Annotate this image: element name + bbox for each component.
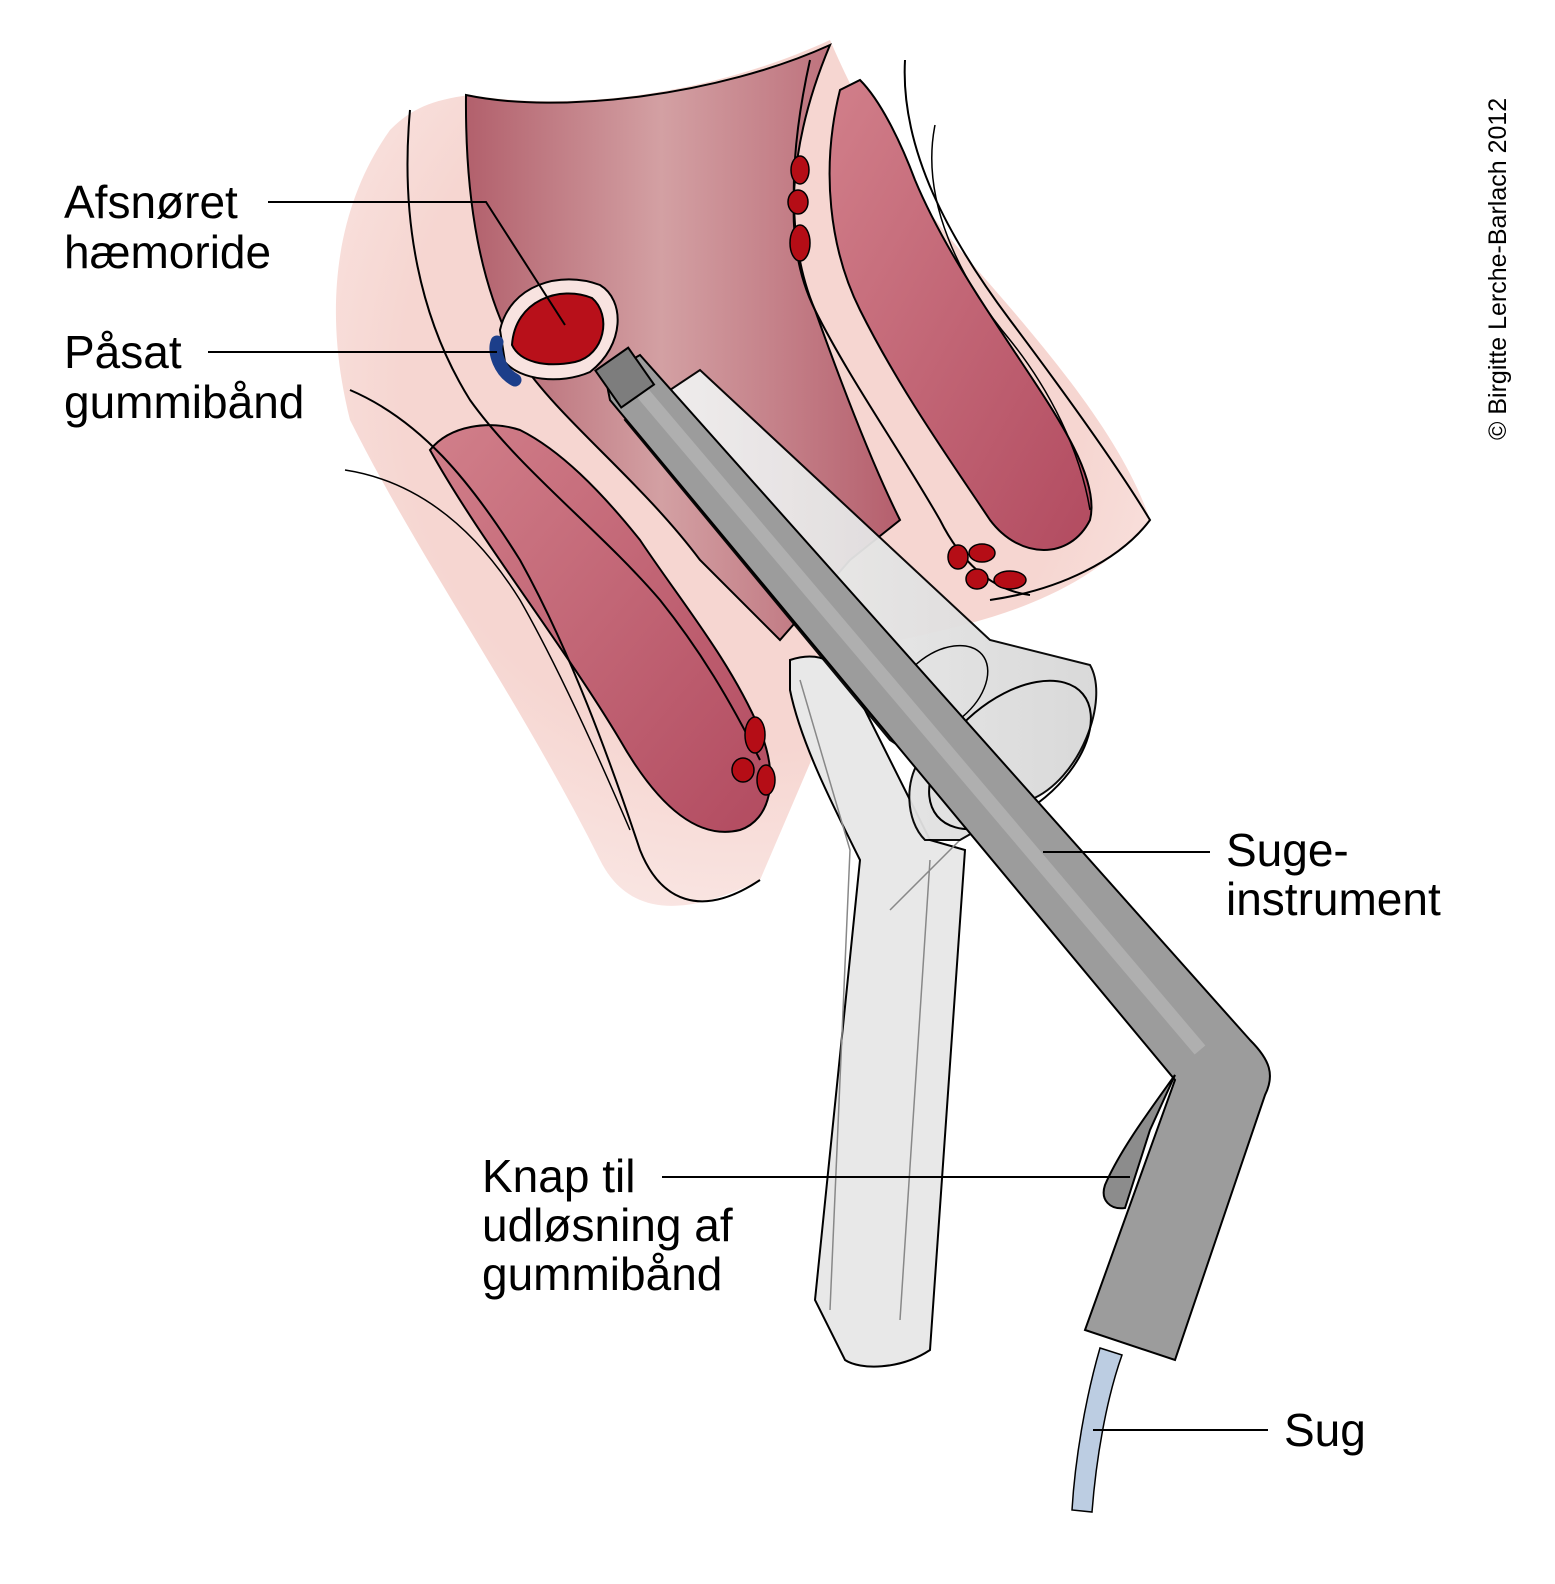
label-line: Påsat xyxy=(64,326,182,378)
leader-ligated-hemorrhoid xyxy=(268,201,566,326)
label-line: gummibånd xyxy=(64,376,304,428)
label-line: udløsning af xyxy=(482,1199,733,1251)
label-rubber-band: Påsat gummibånd xyxy=(64,326,304,428)
label-suction: Sug xyxy=(1284,1404,1366,1456)
right-inner-contour xyxy=(931,124,1091,511)
vessel xyxy=(756,764,776,796)
anoscope-rim xyxy=(928,679,1092,831)
vessel xyxy=(787,189,809,215)
label-line: Sug xyxy=(1284,1404,1366,1456)
vessel xyxy=(968,543,996,563)
suction-tip xyxy=(594,346,656,409)
label-suction-instrument: Suge- instrument xyxy=(1226,824,1441,925)
right-muscle xyxy=(828,78,1093,551)
vessel xyxy=(993,570,1027,590)
ligated-hemorrhoid xyxy=(489,278,619,387)
label-line: instrument xyxy=(1226,873,1441,925)
vessel xyxy=(790,155,810,185)
left-muscle xyxy=(428,424,772,833)
vessel xyxy=(947,544,969,570)
left-inner-contour xyxy=(344,469,631,831)
suction-shaft xyxy=(603,353,1271,1362)
leader-lines xyxy=(208,201,1268,1431)
suction-shaft-highlight xyxy=(634,385,1206,1055)
left-outer-contour xyxy=(349,389,761,903)
vessels-left xyxy=(731,716,776,796)
vessel xyxy=(731,757,755,783)
vessel xyxy=(965,568,989,590)
hemorrhoid-body xyxy=(510,292,605,366)
vessels-right xyxy=(787,155,1027,590)
label-ligated-hemorrhoid: Afsnøret hæmoride xyxy=(64,176,271,278)
copyright-credit: © Birgitte Lerche-Barlach 2012 xyxy=(1484,98,1512,440)
left-wall-line xyxy=(406,109,761,761)
label-line: hæmoride xyxy=(64,226,271,278)
vessel xyxy=(744,716,766,754)
anoscope-handle-inner xyxy=(799,679,961,1321)
right-outer-contour xyxy=(903,59,1152,601)
banding-instrument xyxy=(594,346,1271,1513)
label-line: gummibånd xyxy=(482,1248,722,1300)
vessel xyxy=(789,224,811,262)
label-line: Suge- xyxy=(1226,824,1349,876)
label-release-button: Knap til udløsning af gummibånd xyxy=(482,1150,745,1300)
label-line: Knap til xyxy=(482,1150,635,1202)
label-line: Afsnøret xyxy=(64,176,238,228)
rubber-band xyxy=(489,335,522,387)
release-button xyxy=(1102,1074,1176,1210)
